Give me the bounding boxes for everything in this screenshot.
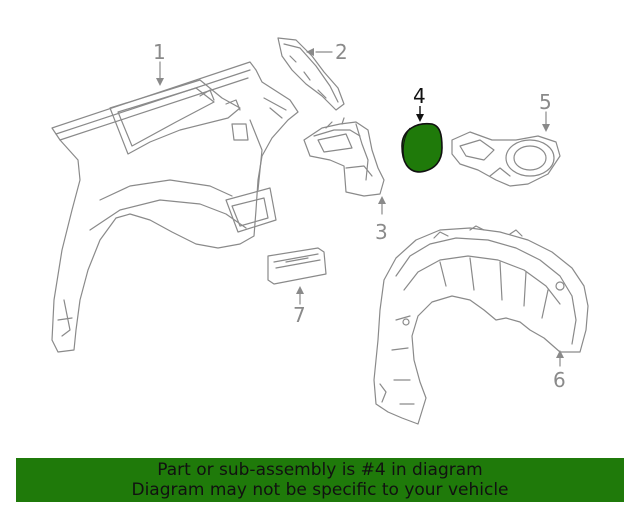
part-4-fuel-door[interactable] xyxy=(401,122,443,173)
part-5-filler-housing[interactable] xyxy=(451,131,561,187)
callout-2-arrowhead xyxy=(306,48,314,56)
parts-diagram xyxy=(51,37,589,425)
callout-7-arrowhead xyxy=(296,286,304,294)
part-1-quarter-panel[interactable] xyxy=(51,61,299,353)
callout-6-arrowhead xyxy=(556,350,564,358)
callout-6-label: 6 xyxy=(553,368,566,392)
callout-2-label: 2 xyxy=(335,40,348,64)
callout-4-label: 4 xyxy=(413,84,426,108)
callout-4-arrowhead xyxy=(416,114,424,122)
part-3-housing[interactable] xyxy=(303,117,385,197)
callout-3-label: 3 xyxy=(375,220,388,244)
callout-1-label: 1 xyxy=(153,40,166,64)
callout-5-arrowhead xyxy=(542,124,550,132)
disclaimer-banner: Part or sub-assembly is #4 in diagram Di… xyxy=(16,458,624,502)
callout-7-label: 7 xyxy=(293,303,306,327)
banner-line-1: Part or sub-assembly is #4 in diagram xyxy=(157,460,483,480)
part-6-wheelhouse-liner[interactable] xyxy=(373,225,589,425)
callout-3-arrowhead xyxy=(378,196,386,204)
callout-5-label: 5 xyxy=(539,90,552,114)
banner-line-2: Diagram may not be specific to your vehi… xyxy=(131,480,509,500)
part-7-plate[interactable] xyxy=(267,247,327,285)
callout-1-arrowhead xyxy=(156,78,164,86)
